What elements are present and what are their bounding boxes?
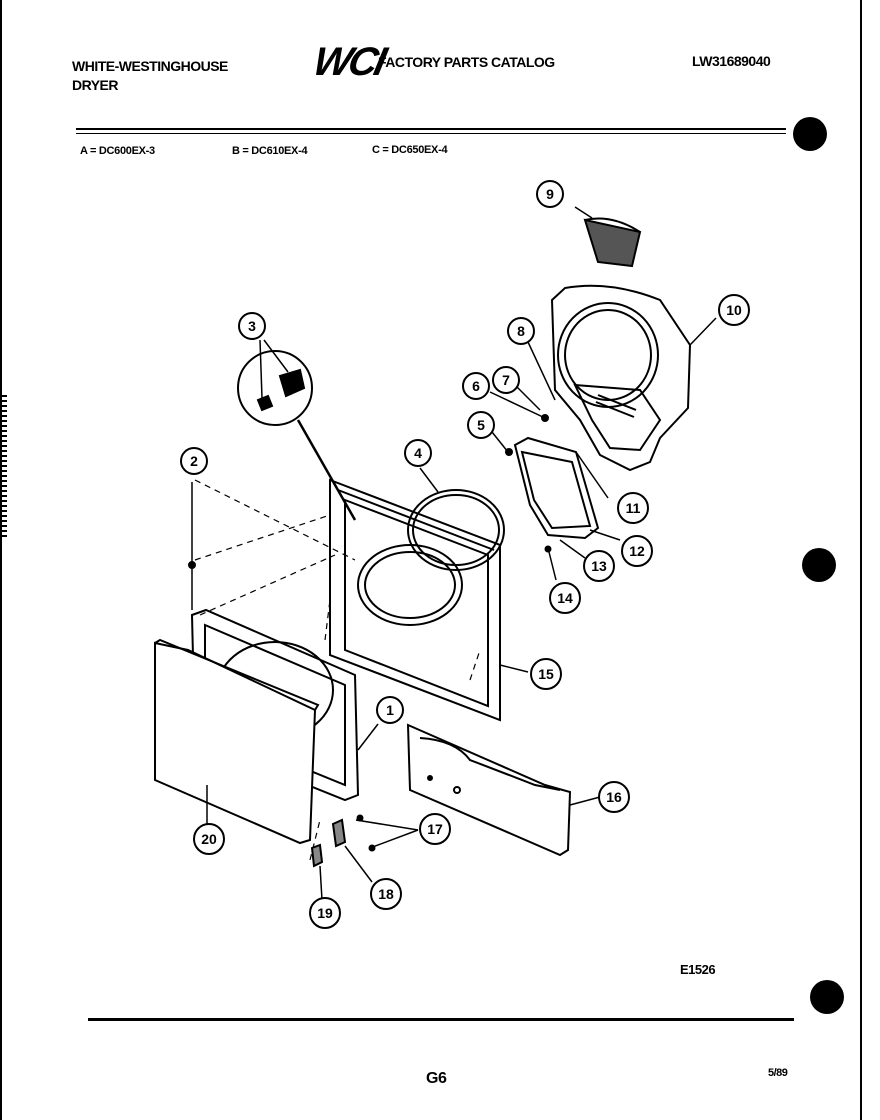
binding-edge-marks (0, 395, 7, 540)
callout-label-14: 14 (557, 590, 573, 606)
header-rule-thin (76, 133, 786, 134)
footer-rule (88, 1018, 794, 1021)
callout-7 (492, 366, 520, 394)
callout-20 (193, 823, 225, 855)
callout-13 (583, 550, 615, 582)
callout-label-8: 8 (517, 323, 525, 339)
part-12-duct (513, 436, 621, 559)
callout-label-10: 10 (726, 302, 742, 318)
part-20-outer-door (154, 638, 320, 845)
callout-label-11: 11 (626, 500, 641, 516)
callout-label-1: 1 (386, 702, 394, 718)
callout-label-19: 19 (317, 905, 333, 921)
callout-5 (467, 411, 495, 439)
binding-edge-line (0, 0, 2, 1120)
part-3-door-switch-detail (237, 339, 357, 521)
callout-label-9: 9 (546, 186, 554, 202)
callout-6 (462, 372, 490, 400)
callout-label-4: 4 (414, 445, 422, 461)
part-16-control-panel (406, 723, 601, 857)
callout-4 (404, 439, 432, 467)
page-number: G6 (426, 1070, 447, 1087)
part-15-front-panel (329, 478, 529, 722)
binder-hole-bottom (810, 980, 844, 1014)
part-4-door-seal (407, 467, 505, 571)
callout-12 (621, 535, 653, 567)
callout-15 (530, 658, 562, 690)
part-9-lint-filter (574, 206, 642, 268)
callout-2 (180, 447, 208, 475)
callout-19 (309, 897, 341, 929)
callout-label-13: 13 (591, 558, 607, 574)
callout-label-20: 20 (201, 831, 217, 847)
diagram-code: E1526 (680, 962, 716, 977)
callout-9 (536, 180, 564, 208)
callout-14 (549, 582, 581, 614)
callout-10 (718, 294, 750, 326)
callout-18 (370, 878, 402, 910)
catalog-date: 5/89 (768, 1067, 788, 1079)
callout-label-5: 5 (477, 417, 485, 433)
model-a: A = DC600EX-3 (80, 145, 155, 157)
brand-name: WHITE-WESTINGHOUSE (72, 58, 228, 74)
callout-label-18: 18 (378, 886, 394, 902)
callout-1 (376, 696, 404, 724)
callout-3 (238, 312, 266, 340)
callout-8 (507, 317, 535, 345)
callout-label-3: 3 (248, 318, 256, 334)
catalog-number: LW31689040 (692, 53, 771, 69)
model-b: B = DC610EX-4 (232, 145, 308, 157)
callout-11 (617, 492, 649, 524)
callout-16 (598, 781, 630, 813)
product-type: DRYER (72, 77, 119, 93)
binder-hole-top (793, 117, 827, 151)
alignment-lines (194, 479, 481, 861)
callout-label-12: 12 (629, 543, 645, 559)
callout-label-16: 16 (606, 789, 622, 805)
callout-label-6: 6 (472, 378, 480, 394)
callout-label-7: 7 (502, 372, 510, 388)
callout-label-15: 15 (538, 666, 554, 682)
part-10-blower-housing (550, 284, 717, 472)
model-c: C = DC650EX-4 (372, 144, 448, 156)
page-border-right (860, 0, 862, 1120)
catalog-title: FACTORY PARTS CATALOG (378, 54, 555, 70)
callout-17 (419, 813, 451, 845)
callout-label-17: 17 (427, 821, 443, 837)
header-rule (76, 128, 786, 130)
binder-hole-middle (802, 548, 836, 582)
callout-label-2: 2 (190, 453, 198, 469)
